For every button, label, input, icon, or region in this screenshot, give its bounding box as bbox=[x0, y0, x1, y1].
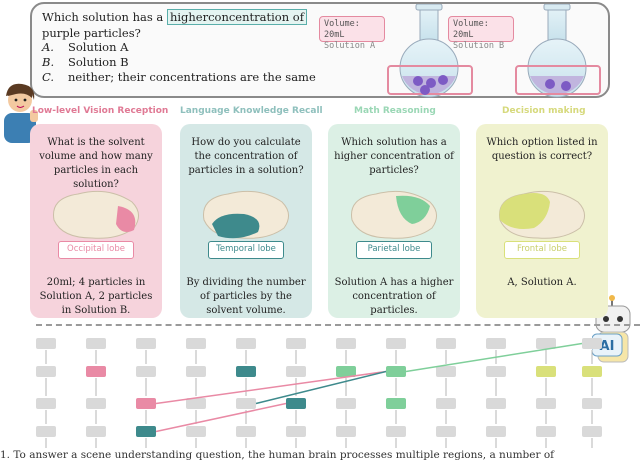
layer-node bbox=[36, 338, 56, 349]
card-answer: Solution A has a higher concentration of… bbox=[334, 277, 454, 316]
layer-node bbox=[536, 366, 556, 377]
question-line1: Which solution has a bbox=[42, 10, 164, 24]
question-highlight: higherconcentration of bbox=[166, 9, 307, 25]
option-c: C.neither; their concentrations are the … bbox=[42, 70, 316, 84]
layer-node bbox=[86, 338, 106, 349]
card-language: How do you calculate the concentration o… bbox=[180, 124, 312, 318]
lobe-label-occipital: Occipital lobe bbox=[58, 241, 134, 259]
brain-icon bbox=[53, 190, 139, 239]
layer-link bbox=[155, 402, 287, 433]
layer-node bbox=[336, 398, 356, 409]
card-question: How do you calculate the concentration o… bbox=[188, 137, 304, 176]
layer-node bbox=[386, 366, 406, 377]
lobe-label-parietal: Parietal lobe bbox=[356, 241, 432, 259]
layer-node bbox=[186, 398, 206, 409]
layer-link bbox=[155, 370, 387, 405]
layer-node bbox=[236, 366, 256, 377]
layer-node bbox=[536, 426, 556, 437]
flask-a bbox=[387, 4, 473, 98]
layer-node bbox=[236, 398, 256, 409]
figure-caption: 1. To answer a scene understanding quest… bbox=[0, 449, 555, 461]
layer-node bbox=[336, 338, 356, 349]
lobe-label-frontal: Frontal lobe bbox=[504, 241, 580, 259]
layer-node bbox=[336, 366, 356, 377]
layer-node bbox=[582, 366, 602, 377]
flask-b bbox=[515, 4, 601, 98]
layer-node bbox=[486, 398, 506, 409]
layer-link bbox=[405, 342, 583, 373]
brain-icon bbox=[499, 190, 585, 239]
stage-title-vision: Low-level Vision Reception bbox=[32, 106, 169, 116]
card-question: Which option listed in question is corre… bbox=[486, 137, 598, 162]
card-answer: By dividing the number of particles by t… bbox=[186, 277, 306, 316]
layer-node bbox=[286, 338, 306, 349]
brain-icon bbox=[351, 190, 437, 239]
layer-node bbox=[486, 338, 506, 349]
divider bbox=[36, 324, 640, 326]
layer-node bbox=[136, 426, 156, 437]
layer-node bbox=[436, 398, 456, 409]
layer-node bbox=[582, 338, 602, 349]
layer-node bbox=[486, 426, 506, 437]
layer-link bbox=[255, 370, 387, 405]
layer-grid bbox=[36, 338, 602, 448]
layer-node bbox=[386, 338, 406, 349]
brain-icon bbox=[203, 190, 289, 239]
stage-title-math: Math Reasoning bbox=[354, 106, 436, 116]
option-b: B.Solution B bbox=[42, 55, 129, 69]
lobe-label-temporal: Temporal lobe bbox=[208, 241, 284, 259]
layer-node bbox=[286, 426, 306, 437]
question-text: Which solution has a higherconcentration… bbox=[42, 9, 322, 41]
flasks-illustration bbox=[387, 4, 601, 98]
layer-node bbox=[186, 426, 206, 437]
card-vision: What is the solvent volume and how many … bbox=[30, 124, 162, 318]
layer-node bbox=[536, 398, 556, 409]
question-line2: purple particles? bbox=[42, 25, 141, 40]
human-avatar bbox=[4, 83, 38, 143]
layer-node bbox=[386, 426, 406, 437]
card-answer: 20ml; 4 particles in Solution A, 2 parti… bbox=[39, 277, 153, 316]
layer-node bbox=[136, 366, 156, 377]
layer-node bbox=[436, 338, 456, 349]
layer-node bbox=[186, 366, 206, 377]
layer-node bbox=[86, 366, 106, 377]
layer-node bbox=[436, 366, 456, 377]
layer-node bbox=[386, 398, 406, 409]
layer-node bbox=[236, 426, 256, 437]
layer-node bbox=[486, 366, 506, 377]
layer-node bbox=[36, 426, 56, 437]
layer-node bbox=[286, 398, 306, 409]
layer-node bbox=[536, 338, 556, 349]
layer-node bbox=[86, 398, 106, 409]
card-decision: Which option listed in question is corre… bbox=[476, 124, 608, 318]
question-box: Which solution has a higherconcentration… bbox=[30, 2, 610, 98]
option-a: A.Solution A bbox=[42, 40, 129, 54]
card-question: What is the solvent volume and how many … bbox=[39, 137, 153, 190]
layer-node bbox=[236, 338, 256, 349]
layer-node bbox=[286, 366, 306, 377]
stage-title-decision: Decision making bbox=[502, 106, 586, 116]
layer-node bbox=[582, 398, 602, 409]
layer-node bbox=[36, 398, 56, 409]
card-math: Which solution has a higher concentratio… bbox=[328, 124, 460, 318]
layer-node bbox=[36, 366, 56, 377]
layer-node bbox=[136, 398, 156, 409]
layer-node bbox=[136, 338, 156, 349]
stage-title-language: Language Knowledge Recall bbox=[180, 106, 323, 116]
layer-node bbox=[336, 426, 356, 437]
layer-node bbox=[436, 426, 456, 437]
card-question: Which solution has a higher concentratio… bbox=[334, 137, 454, 176]
layer-node bbox=[582, 426, 602, 437]
ai-label: AI bbox=[600, 339, 615, 354]
card-answer: A, Solution A. bbox=[507, 277, 577, 288]
layer-node bbox=[186, 338, 206, 349]
layer-node bbox=[86, 426, 106, 437]
